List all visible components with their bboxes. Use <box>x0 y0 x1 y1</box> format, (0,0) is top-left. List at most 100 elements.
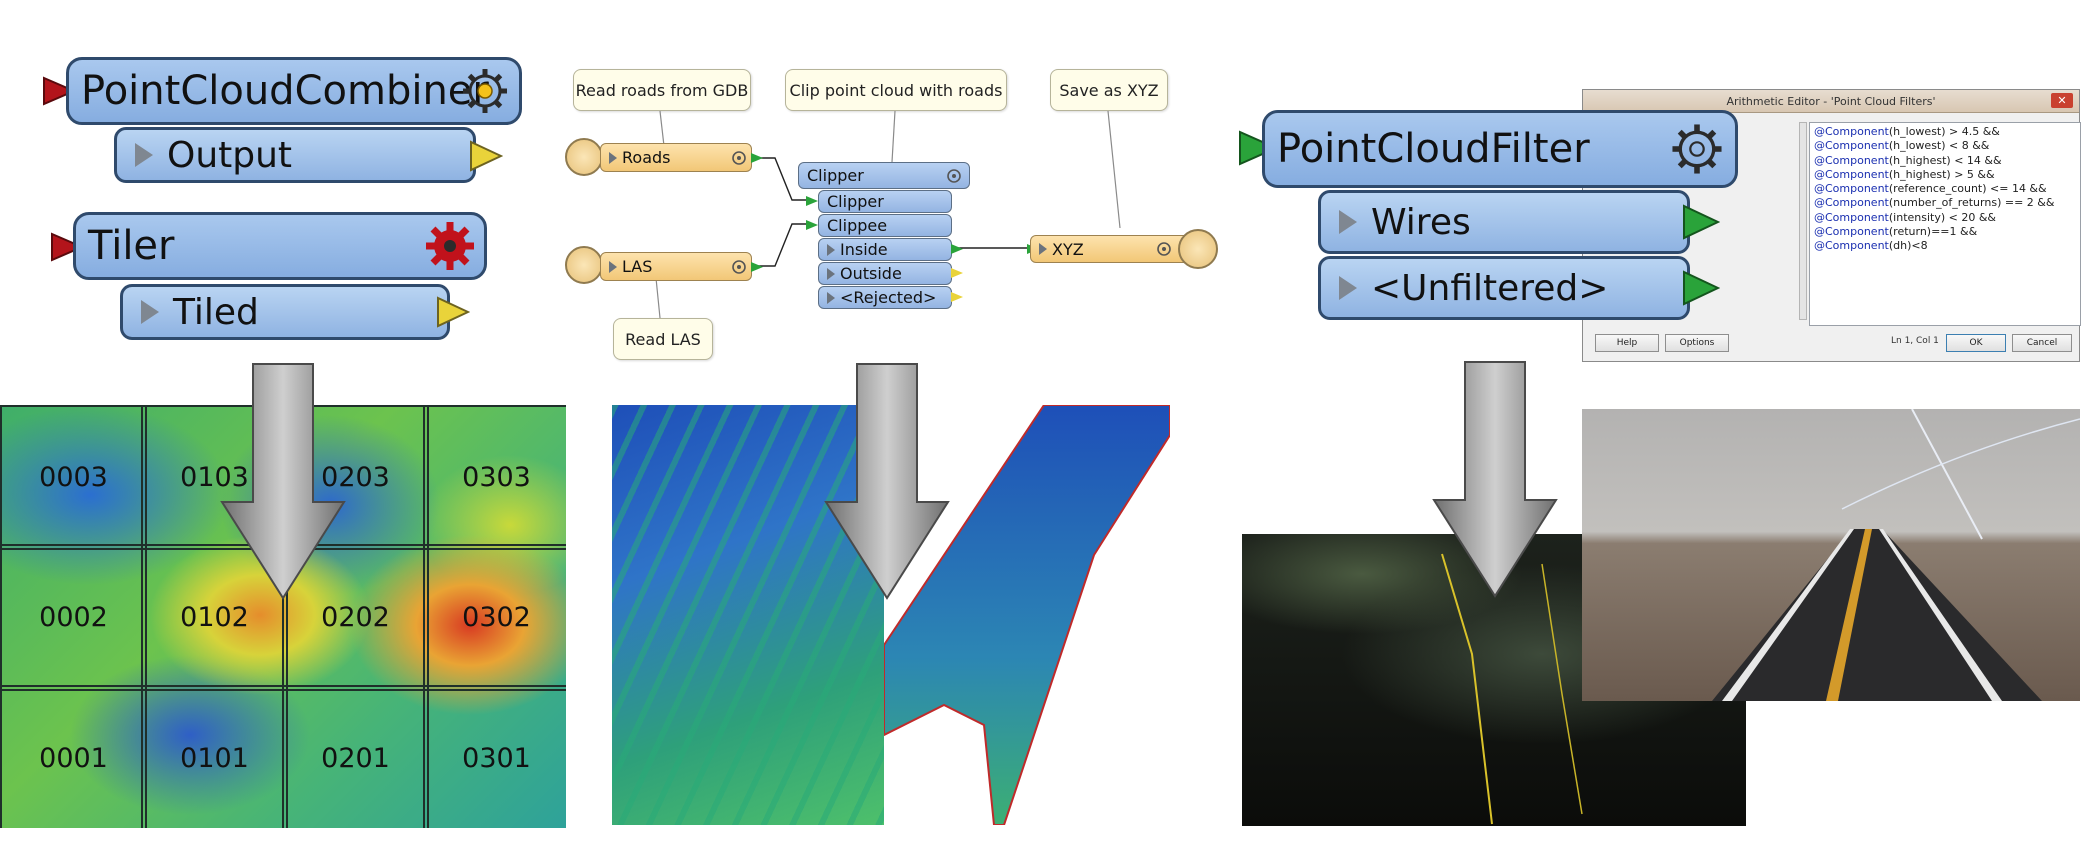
tile: 0201 <box>282 685 429 828</box>
reader-las[interactable]: LAS <box>600 252 752 281</box>
reader-table-icon[interactable] <box>565 246 603 284</box>
code-line: @Component(h_lowest) < 8 && <box>1814 139 1990 153</box>
code-line: @Component(dh)<8 <box>1814 239 1928 253</box>
clipper-output-outside[interactable]: Outside <box>818 262 952 285</box>
port-label: Tiled <box>173 291 259 333</box>
tile: 0001 <box>0 685 147 828</box>
port-label: Outside <box>840 264 902 283</box>
transformer-title: Tiler <box>88 223 175 269</box>
output-port-yellow-icon[interactable] <box>469 140 503 172</box>
reader-roads[interactable]: Roads <box>600 143 752 172</box>
down-arrow-icon <box>1432 361 1558 598</box>
output-port-yellow-icon[interactable] <box>436 296 470 328</box>
input-port-green-icon[interactable] <box>805 219 819 231</box>
output-port-green-icon[interactable] <box>750 152 764 164</box>
cancel-button[interactable]: Cancel <box>2012 334 2072 352</box>
clipper-output-rejected[interactable]: <Rejected> <box>818 286 952 309</box>
input-port-green-icon[interactable] <box>1238 130 1278 166</box>
reader-label: LAS <box>622 257 653 276</box>
wire-lines <box>1441 553 1583 825</box>
code-line: @Component(number_of_returns) == 2 && <box>1814 196 2055 210</box>
gear-icon[interactable] <box>1668 120 1726 178</box>
clipped-lidar-image <box>612 405 884 825</box>
ok-button[interactable]: OK <box>1946 334 2006 352</box>
port-label: Clippee <box>827 216 888 235</box>
window-titlebar: Arithmetic Editor - 'Point Cloud Filters… <box>1583 90 2079 113</box>
window-title: Arithmetic Editor - 'Point Cloud Filters… <box>1726 94 1936 108</box>
gear-icon[interactable] <box>944 166 964 186</box>
tile: 0002 <box>0 544 147 691</box>
scrollbar[interactable] <box>1799 122 1807 320</box>
callout-roads: Read roads from GDB <box>573 69 751 111</box>
output-port-yellow-icon[interactable] <box>950 267 964 279</box>
tile: 0202 <box>282 544 429 691</box>
transformer-title: Clipper <box>807 166 864 185</box>
transformer-title: PointCloudCombiner <box>81 68 489 114</box>
road-shape <box>1712 408 2081 701</box>
expand-triangle-icon[interactable] <box>609 151 617 164</box>
input-port-red-icon[interactable] <box>50 232 84 262</box>
gear-red-icon[interactable] <box>424 220 476 272</box>
output-port-green-icon[interactable] <box>1682 204 1720 240</box>
pointcloudfilter-transformer[interactable]: PointCloudFilter <box>1262 110 1738 188</box>
input-port-red-icon[interactable] <box>42 76 76 106</box>
help-button[interactable]: Help <box>1595 334 1659 352</box>
clipped-road-strip <box>884 405 1170 825</box>
output-port-green-icon[interactable] <box>950 243 964 255</box>
code-line: @Component(return)==1 && <box>1814 225 1978 239</box>
tile: 0301 <box>423 685 566 828</box>
tile: 0101 <box>141 685 288 828</box>
pointcloudcombiner-transformer[interactable]: PointCloudCombiner <box>66 57 522 125</box>
expand-triangle-icon[interactable] <box>1039 243 1047 255</box>
output-port-green-icon[interactable] <box>1682 270 1720 306</box>
expand-triangle-icon[interactable] <box>827 243 835 256</box>
port-label: <Unfiltered> <box>1371 267 1609 309</box>
expand-triangle-icon[interactable] <box>1339 276 1357 300</box>
writer-table-icon[interactable] <box>1178 229 1218 269</box>
clipper-transformer[interactable]: Clipper <box>798 162 970 189</box>
output-port-green-icon[interactable] <box>750 261 764 273</box>
expand-triangle-icon[interactable] <box>827 291 835 304</box>
transformer-title: PointCloudFilter <box>1277 126 1590 172</box>
close-icon[interactable]: ✕ <box>2051 93 2073 108</box>
tiler-transformer[interactable]: Tiler <box>73 212 487 280</box>
code-line: @Component(h_highest) > 5 && <box>1814 167 1995 181</box>
port-label: Inside <box>840 240 888 259</box>
output-port-yellow-icon[interactable] <box>950 291 964 303</box>
expand-triangle-icon[interactable] <box>827 267 835 280</box>
port-label: Wires <box>1371 201 1471 243</box>
expand-triangle-icon[interactable] <box>1339 210 1357 234</box>
road-photo-image <box>1582 408 2081 701</box>
expand-triangle-icon[interactable] <box>609 260 617 273</box>
callout-save: Save as XYZ <box>1050 69 1168 111</box>
output-port[interactable]: Output <box>114 127 476 183</box>
input-port-green-icon[interactable] <box>805 195 819 207</box>
tile: 0003 <box>0 405 147 550</box>
reader-table-icon[interactable] <box>565 138 603 176</box>
expression-editor[interactable]: @Component(h_lowest) > 4.5 && @Component… <box>1809 122 2081 326</box>
code-line: @Component(intensity) < 20 && <box>1814 210 1997 224</box>
unfiltered-port[interactable]: <Unfiltered> <box>1318 256 1690 320</box>
expand-triangle-icon[interactable] <box>135 143 153 167</box>
clipper-input-clipper[interactable]: Clipper <box>818 190 952 213</box>
tile: 0303 <box>423 405 566 550</box>
expand-triangle-icon[interactable] <box>141 300 159 324</box>
gear-icon[interactable] <box>729 257 749 277</box>
code-line: @Component(h_highest) < 14 && <box>1814 153 2002 167</box>
clipper-output-inside[interactable]: Inside <box>818 238 952 261</box>
cursor-status: Ln 1, Col 1 <box>1891 336 1939 346</box>
port-label: Output <box>167 134 293 176</box>
options-button[interactable]: Options <box>1665 334 1729 352</box>
gear-icon[interactable] <box>1154 239 1174 259</box>
clipper-input-clippee[interactable]: Clippee <box>818 214 952 237</box>
tile: 0302 <box>423 544 566 691</box>
wires-port[interactable]: Wires <box>1318 190 1690 254</box>
writer-xyz[interactable]: XYZ <box>1030 235 1190 263</box>
port-label: <Rejected> <box>840 288 937 307</box>
gear-icon[interactable] <box>729 148 749 168</box>
connector-lines <box>655 110 1121 319</box>
gear-icon[interactable] <box>459 65 511 117</box>
port-label: Clipper <box>827 192 884 211</box>
callout-las: Read LAS <box>613 318 713 360</box>
tiled-port[interactable]: Tiled <box>120 284 450 340</box>
